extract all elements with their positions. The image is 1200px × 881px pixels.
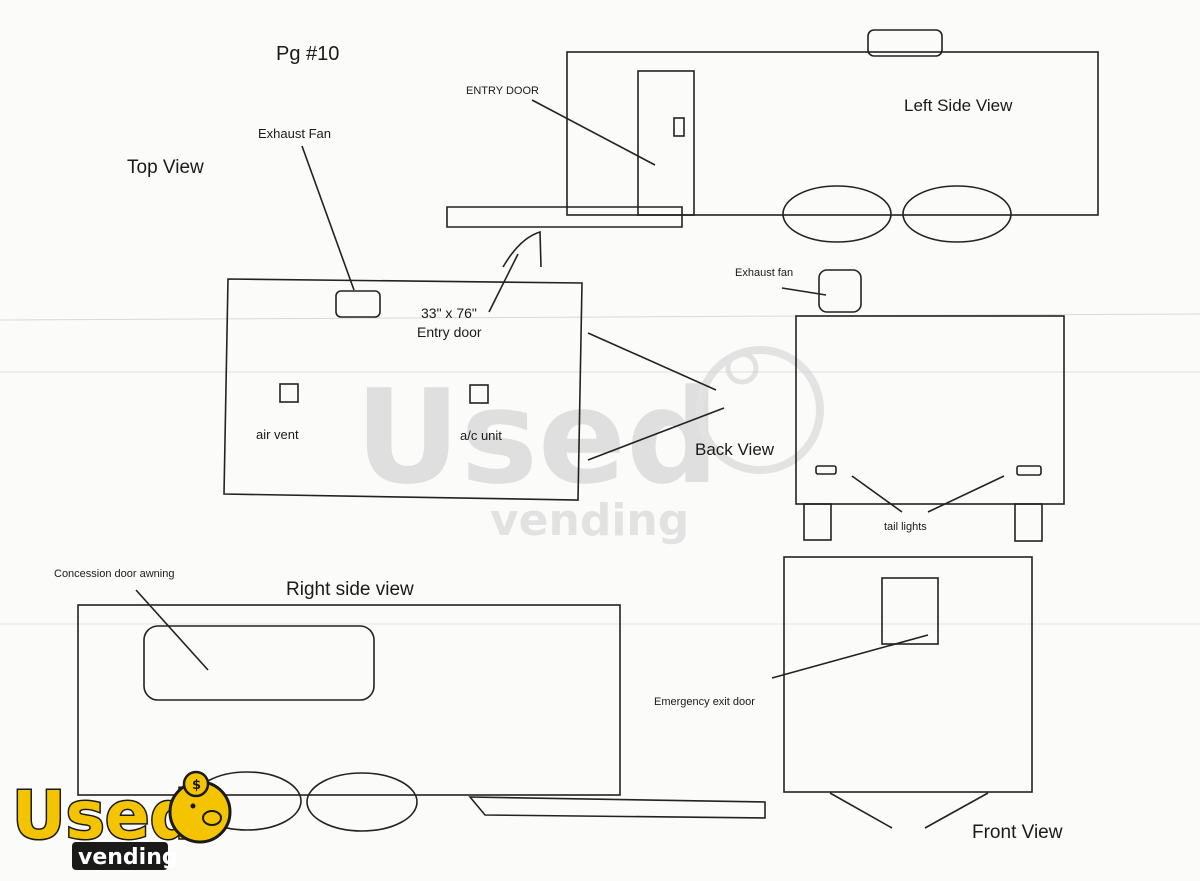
right-side-tongue [468,796,766,819]
left-side-view-title: Left Side View [904,96,1013,115]
back-view-exhaust-fan [818,269,862,313]
exhaust-fan-leader [301,145,355,291]
logo-dollar-icon: $ [192,778,201,793]
logo-ribbon [72,842,168,870]
logo-snout-icon [202,810,222,826]
back-view-jack-left [803,503,832,541]
top-view-ac-unit-label: a/c unit [460,428,502,443]
left-side-wheel [782,185,892,243]
front-view-body [783,556,1033,793]
back-view-leader [587,407,725,461]
back-view-jack-right [1014,503,1043,542]
top-view: Top View Exhaust Fan 33" x 76" Entry doo… [127,126,725,501]
tail-light-left [815,465,837,475]
top-view-door-size: 33" x 76" [421,305,477,321]
watermark-coin-icon [725,351,759,385]
front-view-tongue [829,792,893,829]
left-side-view: ENTRY DOOR Left Side View [446,29,1099,243]
back-view-leader [587,332,717,391]
logo-word1: Used [12,777,197,854]
left-side-wheel [902,185,1012,243]
scan-line [0,313,1200,321]
page-label: Pg #10 [276,43,339,65]
door-swing-arc [502,230,542,268]
front-view-tongue [924,792,989,829]
entry-door-leader [531,99,656,166]
tail-lights-leader [851,475,903,513]
watermark-word2: vending [490,495,689,546]
watermark-pig-icon [696,346,824,474]
right-side-awning-label: Concession door awning [54,568,174,580]
top-view-air-vent [279,383,299,403]
top-view-exhaust-fan [335,290,381,318]
watermark-word1: Used [355,361,719,513]
tail-light-right [1016,465,1042,476]
back-view-tail-lights-label: tail lights [884,521,927,533]
right-side-view: Right side view Concession door awning [54,568,766,832]
logo-word2: vending [78,845,178,870]
top-view-exhaust-fan-label: Exhaust Fan [258,126,331,141]
back-view-exhaust-fan-label: Exhaust fan [735,267,793,279]
front-view: Emergency exit door Front View [654,556,1063,843]
left-side-tongue [446,206,683,228]
front-view-title: Front View [972,822,1063,843]
left-side-door-window [673,117,685,137]
back-exhaust-leader [781,287,827,296]
tail-lights-leader [927,475,1005,513]
back-view-body [795,315,1065,505]
logo-eye-icon [190,803,196,809]
logo-coin-icon [182,770,210,798]
top-view-ac-unit [469,384,489,404]
right-side-body [77,604,621,796]
back-view-title: Back View [695,440,775,459]
right-side-view-title: Right side view [286,579,414,600]
left-side-roof-fan [867,29,943,57]
left-side-entry-door-label: ENTRY DOOR [466,85,539,97]
back-view: Exhaust fan Back View tail lights [695,267,1065,542]
right-side-wheel [306,772,418,832]
entry-door-size-leader [488,253,519,313]
right-side-awning [143,625,375,701]
left-side-entry-door [637,70,695,216]
watermark: Used vending [355,346,824,546]
used-vending-logo: Used vending $ [11,770,232,870]
top-view-door-label: Entry door [417,324,482,340]
top-view-body [223,278,583,501]
front-view-emergency-door [881,577,939,645]
emergency-exit-leader [771,634,929,679]
front-view-emergency-exit-label: Emergency exit door [654,696,755,708]
awning-leader [135,589,209,671]
top-view-air-vent-label: air vent [256,427,299,442]
left-side-body [566,51,1099,216]
top-view-title: Top View [127,157,204,178]
